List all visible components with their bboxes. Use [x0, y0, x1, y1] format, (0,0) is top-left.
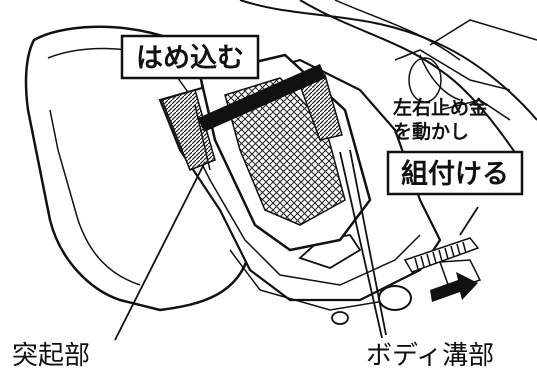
insert-label-box: はめ込む [120, 34, 260, 80]
machine-housing [239, 0, 537, 161]
insert-label: はめ込む [136, 43, 244, 74]
protrusion-label: 突起部 [12, 341, 90, 371]
leader-lines [114, 149, 479, 341]
insert-bar [198, 64, 326, 132]
body-groove-label: ボディ溝部 [366, 341, 494, 371]
move-clip-label-line2: を動かし [393, 121, 469, 143]
move-clip-label: 左右止め金 を動かし [393, 96, 489, 143]
attach-label-box: 組付ける [386, 150, 524, 196]
direction-arrow-icon [430, 272, 478, 302]
protrusion-blocks [160, 74, 343, 171]
attach-label: 組付ける [401, 158, 509, 190]
move-clip-label-line1: 左右止め金 [393, 96, 489, 119]
